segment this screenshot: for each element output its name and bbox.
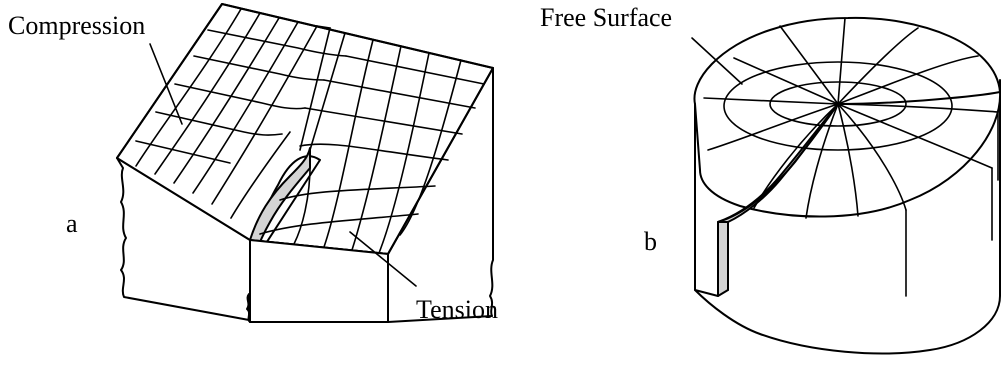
block-left-front-face bbox=[116, 157, 251, 323]
compression-label: Compression bbox=[8, 11, 145, 40]
figure-a: Compression Tension a bbox=[8, 3, 498, 324]
step-upper-edge bbox=[717, 103, 839, 223]
figure-b: Free Surface b bbox=[540, 3, 1001, 355]
cylinder-top-outline bbox=[837, 91, 1001, 105]
cylinder-top bbox=[693, 16, 1001, 218]
block-front-step-face bbox=[249, 239, 389, 323]
free-surface-leader bbox=[691, 37, 743, 85]
compression-leader bbox=[149, 43, 183, 125]
surface-contours bbox=[723, 61, 953, 151]
panel-label-b: b bbox=[644, 227, 657, 256]
tension-label: Tension bbox=[416, 295, 498, 324]
block-right-side-face bbox=[387, 67, 494, 323]
side-wall-lines bbox=[905, 111, 999, 297]
radial-lines bbox=[703, 17, 999, 219]
free-surface-label: Free Surface bbox=[540, 3, 672, 32]
panel-label-a: a bbox=[66, 209, 78, 238]
tension-leader bbox=[349, 231, 417, 287]
step-outline bbox=[694, 103, 729, 297]
